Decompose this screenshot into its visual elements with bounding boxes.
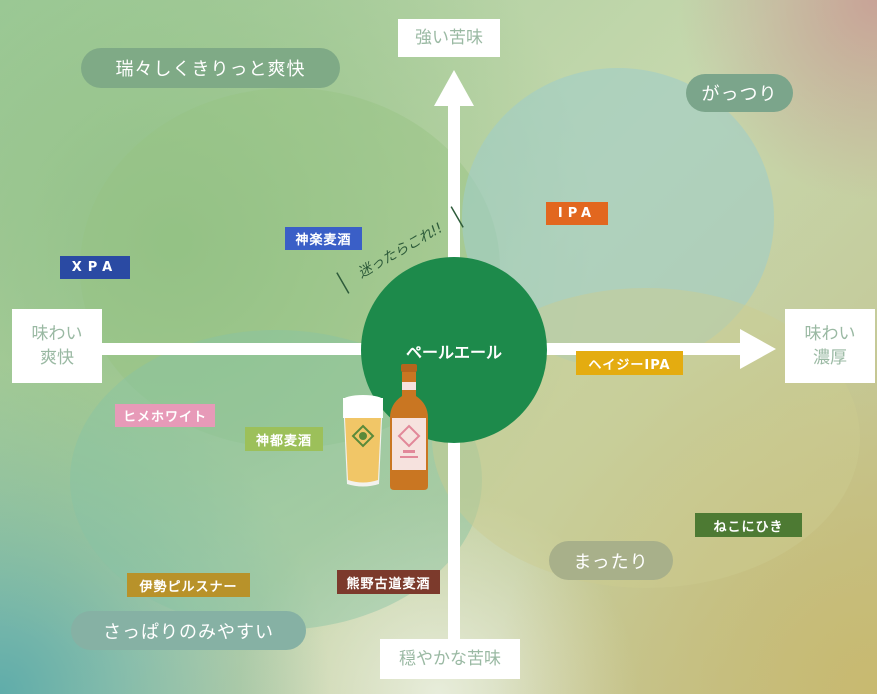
quadrant-label-bottom-left: さっぱりのみやすい xyxy=(71,611,306,650)
recommend-note: 迷ったらこれ!! xyxy=(328,196,471,304)
note-strokes xyxy=(336,206,464,294)
center-label: ペールエール xyxy=(405,343,502,362)
beer-tag-ipa: IPA xyxy=(546,202,608,225)
beer-tag-shinto: 神都麦酒 xyxy=(245,427,323,451)
arrow-up-icon xyxy=(434,70,474,106)
beer-glass-image xyxy=(343,395,383,487)
axis-label-left: 味わい 爽快 xyxy=(12,309,102,383)
beer-tag-kagura: 神楽麦酒 xyxy=(285,227,362,250)
axis-label-right-line1: 味わい xyxy=(804,324,856,344)
axis-label-right-line2: 濃厚 xyxy=(813,348,847,368)
axis-label-right: 味わい 濃厚 xyxy=(785,309,875,383)
quadrant-label-bottom-right: まったり xyxy=(549,541,673,580)
axis-label-left-line1: 味わい xyxy=(31,324,83,344)
axis-label-left-line2: 爽快 xyxy=(40,348,74,368)
quadrant-label-top-left: 瑞々しくきりっと爽快 xyxy=(81,48,340,88)
axis-label-bottom: 穏やかな苦味 xyxy=(380,639,520,679)
beer-tag-hime-white: ヒメホワイト xyxy=(115,404,215,427)
axis-label-top: 強い苦味 xyxy=(398,19,500,57)
beer-tag-kumano: 熊野古道麦酒 xyxy=(337,570,440,594)
beer-tag-nekonihiki: ねこにひき xyxy=(695,513,802,537)
beer-tag-xpa: XPA xyxy=(60,256,130,279)
beer-bottle-image xyxy=(390,364,428,490)
beer-tag-ise-pilsner: 伊勢ピルスナー xyxy=(127,573,250,597)
arrow-right-icon xyxy=(740,329,776,369)
quadrant-label-top-right: がっつり xyxy=(686,74,793,112)
beer-tag-hazy-ipa: ヘイジーIPA xyxy=(576,351,683,375)
